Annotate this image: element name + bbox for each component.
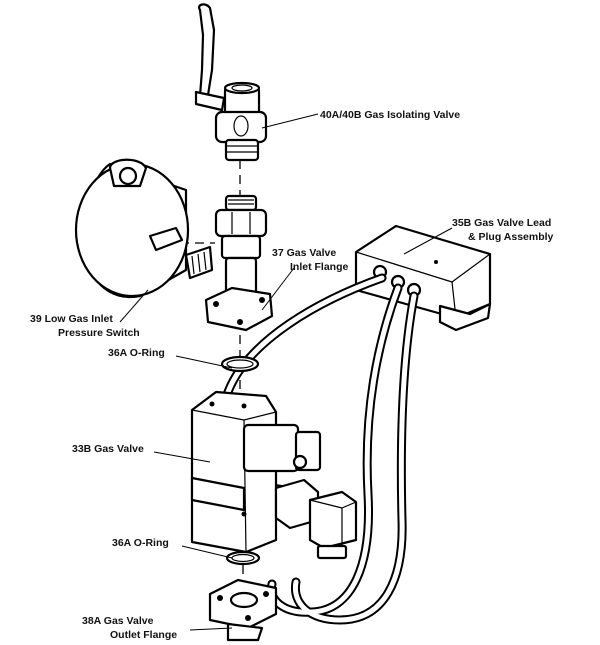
- gas-valve-lead-and-plug-assembly: [354, 224, 492, 332]
- label-pressure-switch-line2: Pressure Switch: [58, 327, 140, 339]
- gas-valve-outlet-flange: [208, 578, 278, 642]
- label-inlet-flange-line2: Inlet Flange: [290, 261, 349, 273]
- callout-labels: 40A/40B Gas Isolating Valve 35B Gas Valv…: [30, 109, 554, 641]
- label-gas-isolating-valve: 40A/40B Gas Isolating Valve: [320, 109, 460, 121]
- label-gas-valve-lead-line2: & Plug Assembly: [468, 231, 554, 243]
- label-gas-valve-lead-line1: 35B Gas Valve Lead: [452, 217, 551, 229]
- leader-lines: [119, 113, 453, 631]
- gas-valve-inlet-flange: [204, 194, 274, 332]
- gas-valve-body: [190, 390, 358, 560]
- label-o-ring-lower: 36A O-Ring: [112, 537, 169, 549]
- o-ring-upper: [220, 355, 260, 373]
- label-outlet-flange-line1: 38A Gas Valve: [82, 615, 154, 627]
- label-outlet-flange-line2: Outlet Flange: [110, 629, 177, 641]
- label-gas-valve: 33B Gas Valve: [72, 443, 144, 455]
- low-gas-inlet-pressure-switch: [74, 158, 214, 298]
- label-o-ring-upper: 36A O-Ring: [108, 347, 165, 359]
- label-inlet-flange-line1: 37 Gas Valve: [272, 247, 336, 259]
- o-ring-lower: [225, 550, 261, 566]
- label-pressure-switch-line1: 39 Low Gas Inlet: [30, 313, 113, 325]
- gas-isolating-valve: [194, 3, 268, 162]
